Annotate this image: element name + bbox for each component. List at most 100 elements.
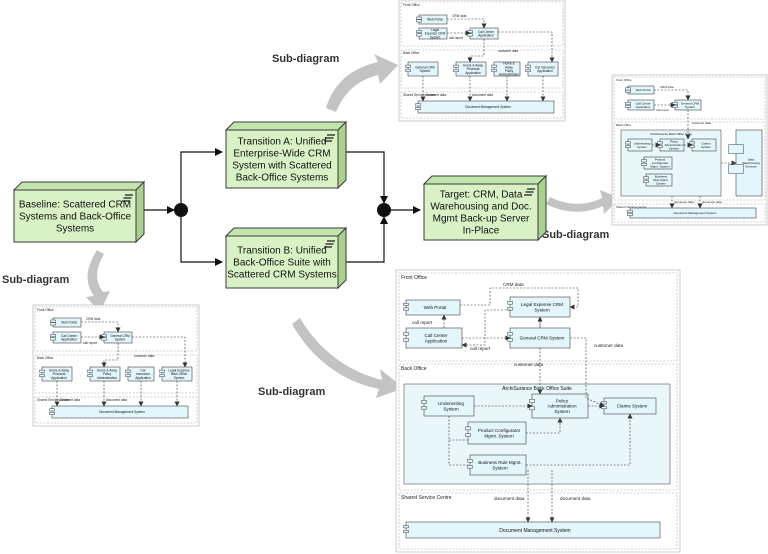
plateau-label-line: Mgmt Back-up Server	[433, 214, 530, 225]
component-icon	[403, 332, 409, 336]
layer-title: Back Office	[401, 366, 427, 372]
relation-label: customer data	[692, 121, 711, 125]
component-icon	[625, 104, 631, 108]
plateau-icon	[524, 188, 535, 196]
layer-title: Front Office	[37, 308, 54, 312]
component-icon	[467, 459, 473, 463]
relation-label: CRM data	[660, 85, 674, 89]
component-icon	[491, 69, 497, 72]
component-label: Document Management System	[499, 528, 570, 534]
relation-label: document data	[674, 200, 694, 204]
flow-relation	[81, 321, 121, 333]
component-label: Web Portal	[61, 321, 77, 325]
component-icon	[49, 411, 55, 415]
component-label: Web Portal	[636, 88, 651, 92]
relation-label: call report	[470, 346, 491, 351]
layer-title: Shared Service Centre	[403, 93, 435, 97]
component-icon	[507, 332, 513, 336]
plateau-label-line: Warehousing and Doc.	[430, 202, 531, 213]
plateau-side-face	[537, 174, 547, 242]
plateau-label-line: Transition B: Unified	[237, 246, 327, 257]
flow-relation	[467, 39, 485, 63]
application-component: Web Portal	[416, 14, 448, 25]
component-icon	[625, 101, 631, 105]
component-icon	[467, 465, 473, 469]
sub-diagram-label-right: Sub-diagram	[542, 229, 609, 241]
component-icon	[421, 400, 427, 404]
plateau-icon	[122, 194, 133, 202]
relation-label: customer data	[594, 343, 624, 348]
component-icon	[405, 69, 411, 72]
component-label: Claims System	[617, 404, 648, 409]
component-label: Business Rule Mgmt.System	[478, 460, 521, 470]
flow-relation	[570, 337, 605, 407]
component-icon	[467, 30, 473, 34]
component-icon	[403, 525, 409, 529]
relation-label: call report	[412, 320, 433, 325]
application-component: Document Management System	[415, 100, 555, 114]
plateau-icon	[324, 240, 335, 248]
plateau-label-line: Baseline: Scattered CRM	[19, 200, 131, 211]
component-icon	[689, 144, 695, 148]
component-label: Web Portal	[427, 18, 443, 22]
application-component: Document Management System	[627, 207, 757, 219]
layer-group	[34, 306, 198, 352]
component-icon	[507, 338, 513, 342]
component-icon	[50, 322, 56, 326]
plateau-side-face	[135, 180, 145, 244]
plateau-label-line: Back-Office Systems	[236, 173, 329, 184]
sub-diagram-arrow-right	[546, 190, 620, 214]
suite-title: ArchiSurance Back Office Suite	[502, 386, 572, 392]
component-label: Document Management System	[674, 211, 717, 215]
application-component: Web Portal	[403, 299, 461, 316]
component-icon	[39, 374, 45, 377]
component-icon	[87, 374, 93, 377]
application-component: General CRM System	[507, 327, 571, 349]
component-icon	[421, 406, 427, 410]
layer-group	[613, 76, 766, 120]
component-icon	[50, 337, 56, 341]
component-icon	[525, 64, 531, 68]
plateau-label-line: Systems	[56, 224, 94, 235]
flow-relation	[526, 417, 563, 434]
component-label: General CRM System	[520, 336, 565, 341]
sub-diagram-arrow-bottom	[292, 318, 404, 398]
relation-label: document data	[702, 200, 722, 204]
plateau-front-face	[225, 129, 339, 189]
component-icon	[529, 406, 535, 411]
component-icon	[403, 303, 409, 306]
relation-label: customer data	[134, 354, 154, 358]
component-icon	[601, 406, 607, 409]
component-icon	[403, 530, 409, 533]
component-icon	[625, 87, 631, 91]
flow-relation	[526, 413, 633, 466]
component-icon	[672, 104, 678, 108]
